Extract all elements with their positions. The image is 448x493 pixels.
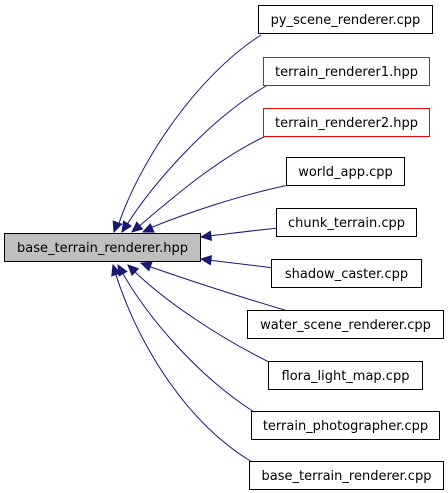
focus-node-box [4,233,201,262]
node-box [271,259,422,288]
arrowhead-chunk_terrain [199,230,213,241]
focus-node: base_terrain_renderer.hpp [4,233,201,262]
node-label: chunk_terrain.cpp [288,216,405,231]
node-box [249,461,444,490]
node-label: water_scene_renderer.cpp [260,318,431,333]
arrowhead-py_scene [112,220,123,234]
arrowhead-flora_light [127,264,140,277]
edge-py_scene-to-base [117,34,262,227]
node-shadow_caster[interactable]: shadow_caster.cpp [271,259,422,288]
node-label: world_app.cpp [298,165,393,180]
node-py_scene[interactable]: py_scene_renderer.cpp [258,5,433,34]
focus-node-label: base_terrain_renderer.hpp [17,241,188,256]
node-label: py_scene_renderer.cpp [271,13,421,28]
node-box [247,310,444,339]
edge-world_app-to-base [149,184,290,229]
node-label: flora_light_map.cpp [282,369,410,384]
edges-layer [111,34,290,463]
node-label: terrain_photographer.cpp [263,419,428,434]
edge-base_cpp-to-base [114,271,253,463]
arrowhead-terrain_photo [117,263,128,277]
node-label: base_terrain_renderer.cpp [262,469,432,484]
node-label: shadow_caster.cpp [285,267,408,282]
node-box [263,57,430,86]
node-box [258,5,433,34]
edge-chunk_terrain-to-base [207,227,280,237]
node-world_app[interactable]: world_app.cpp [286,157,405,186]
edge-tr2-to-base [137,135,267,228]
arrowhead-base_cpp [111,263,122,277]
node-terrain_photo[interactable]: terrain_photographer.cpp [251,411,440,440]
edge-shadow_caster-to-base [207,259,275,269]
node-label: terrain_renderer2.hpp [275,116,418,131]
node-flora_light[interactable]: flora_light_map.cpp [268,361,423,390]
node-tr1[interactable]: terrain_renderer1.hpp [263,57,430,86]
edge-tr1-to-base [125,85,267,227]
node-box [286,157,405,186]
arrowhead-world_app [141,222,155,233]
arrowhead-tr2 [131,221,144,233]
node-box [251,411,440,440]
node-box [268,361,423,390]
edge-flora_light-to-base [133,270,272,364]
node-box [263,108,430,137]
edge-water_scene-to-base [147,265,289,312]
node-base_cpp[interactable]: base_terrain_renderer.cpp [249,461,444,490]
nodes-layer: base_terrain_renderer.hpp py_scene_render… [4,5,444,490]
edge-terrain_photo-to-base [121,271,255,413]
node-chunk_terrain[interactable]: chunk_terrain.cpp [276,208,417,237]
node-box [276,208,417,237]
node-water_scene[interactable]: water_scene_renderer.cpp [247,310,444,339]
node-label: terrain_renderer1.hpp [275,65,418,80]
node-tr2[interactable]: terrain_renderer2.hpp [263,108,430,137]
arrowhead-shadow_caster [199,255,213,266]
arrowhead-tr1 [121,220,133,234]
arrowhead-water_scene [139,261,153,272]
